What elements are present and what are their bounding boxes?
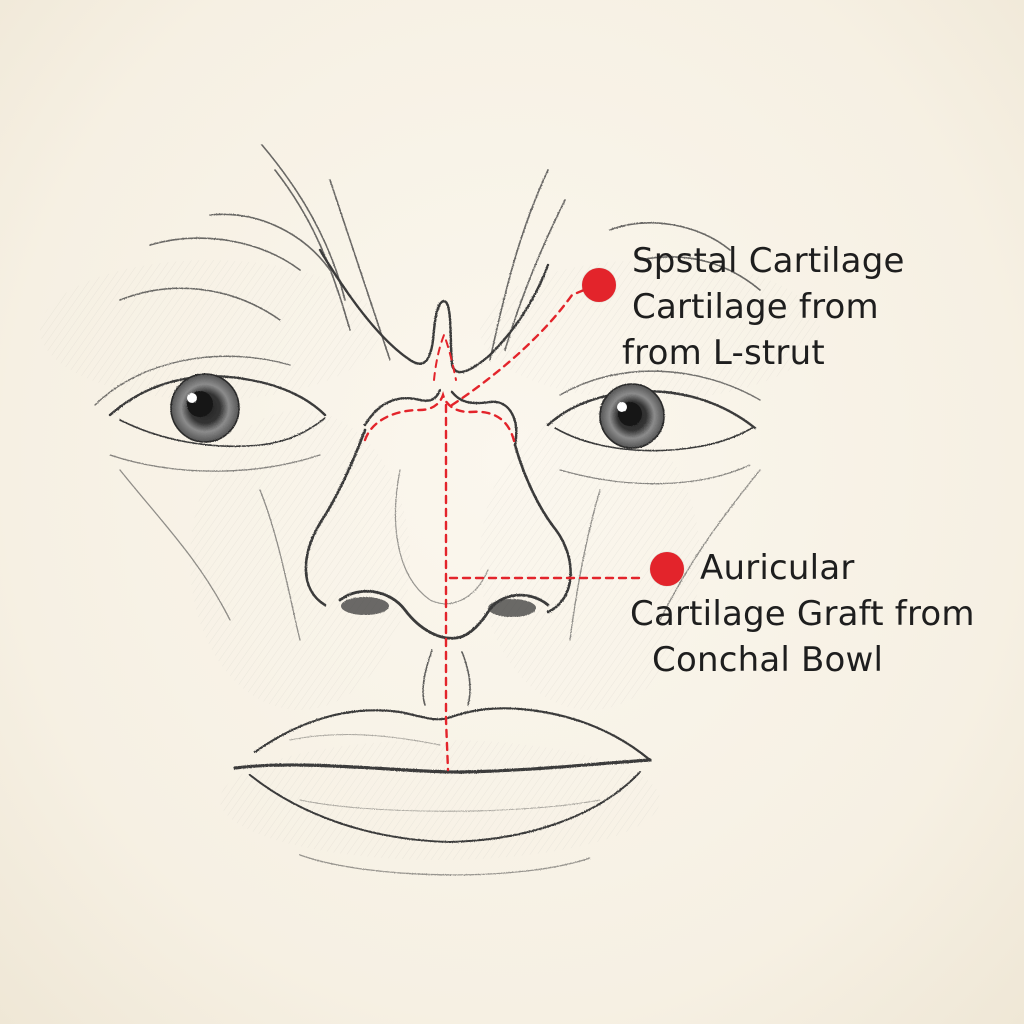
auricular-marker-dot <box>650 552 684 586</box>
septal-cartilage-label: Spstal Cartilage Cartilage from from L-s… <box>622 238 905 376</box>
brow-lines <box>119 144 761 361</box>
auricular-label-line-2: Cartilage Graft from <box>630 594 975 634</box>
nasal-bridge <box>318 248 550 447</box>
lips <box>233 707 652 876</box>
septal-marker-dot <box>582 268 616 302</box>
cheek-lines <box>119 469 761 641</box>
auricular-label-line-1: Auricular <box>700 548 855 588</box>
septal-label-line-2: Cartilage from <box>632 287 879 327</box>
septal-label-line-1: Spstal Cartilage <box>632 241 905 281</box>
left-eye <box>94 355 327 472</box>
septal-label-line-3: from L-strut <box>622 333 825 373</box>
septal-outline <box>363 391 517 447</box>
cartilage-markings <box>363 283 642 772</box>
philtrum <box>422 649 471 706</box>
auricular-cartilage-label: Auricular Cartilage Graft from Conchal B… <box>630 545 975 683</box>
glabella-highlight <box>433 332 457 381</box>
auricular-label-line-3: Conchal Bowl <box>652 640 884 680</box>
nose <box>304 428 572 640</box>
l-strut-vertical <box>444 403 450 772</box>
right-eye <box>546 370 761 485</box>
septal-leader <box>450 283 598 407</box>
shading <box>40 260 820 860</box>
